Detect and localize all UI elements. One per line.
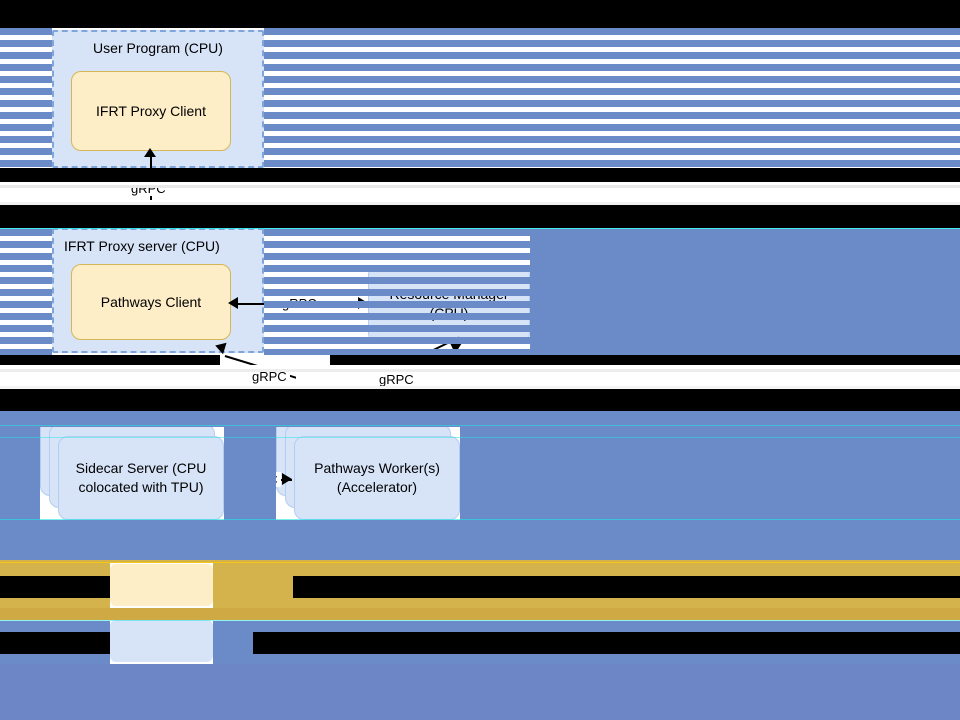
node-sidecar-server-label-line2: colocated with TPU) [78, 479, 204, 495]
node-sidecar-server[interactable]: Sidecar Server (CPU colocated with TPU) [58, 436, 224, 520]
edge-proxy-client-arrowhead [144, 148, 156, 157]
edge-sidecar-pc-label: gRPC [249, 369, 290, 384]
edge-rm-pc-arrowhead-right [358, 297, 368, 309]
node-resource-manager[interactable]: Resource Manager (CPU) [368, 265, 530, 343]
edge-rm-pc-label: gRPC [279, 296, 320, 311]
node-pathways-client[interactable]: Pathways Client [71, 264, 231, 340]
legend-swatch-blue [110, 620, 213, 662]
edge-sidecar-worker-label: gRPC [240, 472, 281, 487]
node-resource-manager-label-line2: (CPU) [429, 305, 469, 321]
node-sidecar-server-label-line1: Sidecar Server (CPU [75, 460, 207, 477]
legend-swatch-yellow [110, 564, 213, 606]
node-pathways-workers-label-line2: (Accelerator) [336, 479, 418, 495]
node-ifrt-proxy-client[interactable]: IFRT Proxy Client [71, 71, 231, 151]
group-user-program: User Program (CPU) IFRT Proxy Client [52, 30, 264, 168]
node-ifrt-proxy-client-label: IFRT Proxy Client [96, 102, 206, 119]
node-pathways-workers-label-line1: Pathways Worker(s) [314, 460, 440, 477]
edge-sidecar-worker-arrowhead-left [226, 473, 236, 485]
edge-sidecar-worker-arrowhead-right [282, 473, 292, 485]
group-user-program-label: User Program (CPU) [93, 40, 223, 56]
node-pathways-workers[interactable]: Pathways Worker(s) (Accelerator) [294, 436, 460, 520]
node-resource-manager-label-line1: Resource Manager [389, 286, 509, 303]
edge-rm-workers-label: gRPC [376, 372, 417, 387]
group-ifrt-proxy-server: IFRT Proxy server (CPU) Pathways Client [52, 228, 264, 353]
node-pathways-client-label: Pathways Client [100, 293, 202, 310]
group-ifrt-proxy-server-label: IFRT Proxy server (CPU) [64, 238, 220, 254]
edge-proxy-client-label: gRPC [128, 181, 169, 196]
edge-rm-pc-arrowhead-left [228, 297, 238, 309]
